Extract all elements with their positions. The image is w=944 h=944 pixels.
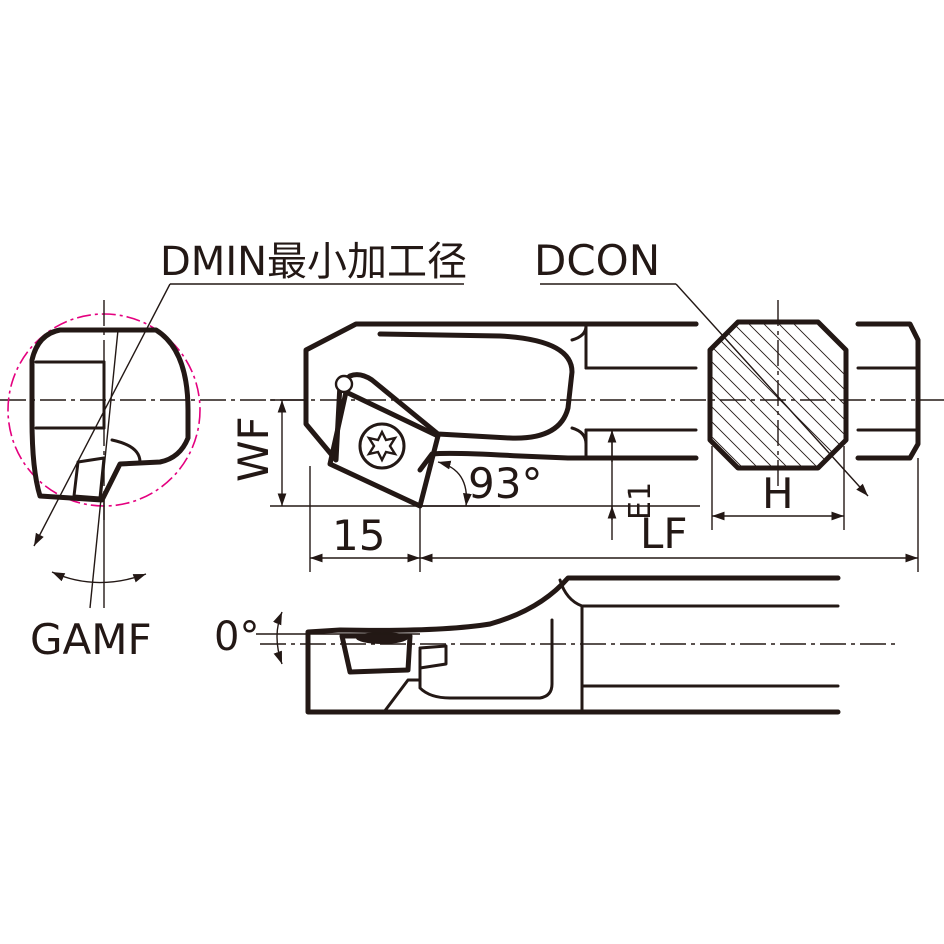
right-end-view [855, 321, 921, 572]
gamf-arc [51, 571, 147, 584]
top-view [303, 321, 699, 509]
dcon-leader-diag [675, 283, 869, 497]
top-view-dimensions [270, 399, 918, 572]
wf-label: WF [229, 416, 278, 482]
side-pocket [418, 618, 554, 700]
gamf-label: GAMF [30, 615, 152, 664]
coolant-hole-icon [334, 374, 354, 394]
angle-0-arc [273, 611, 283, 665]
right-end-outline [855, 321, 921, 461]
shank-step-bottom [570, 426, 588, 446]
side-body-outline [305, 575, 841, 715]
torx-icon [366, 429, 398, 463]
dmin-leader-diag [33, 283, 171, 547]
e1-label: E1 [623, 482, 658, 520]
dcon-outline [707, 319, 849, 471]
dmin-label: DMIN最小加工径 [160, 239, 467, 285]
side-view [256, 575, 900, 715]
side-screw-body [418, 644, 448, 670]
angle-0-label: 0° [214, 614, 259, 660]
side-screw-head-icon [356, 632, 408, 644]
angle-93-arc [437, 460, 472, 507]
side-support [382, 678, 422, 714]
end-view-seat [110, 438, 142, 464]
dcon-label: DCON [534, 236, 660, 285]
h-label: H [762, 469, 794, 518]
dim-15-label: 15 [332, 511, 385, 560]
dcon-section [540, 283, 869, 530]
gamf-line-1 [89, 329, 119, 609]
end-view-insert [72, 456, 106, 500]
angle-93-label: 93° [468, 459, 542, 508]
lf-label: LF [640, 509, 688, 558]
dmin-end-view [7, 283, 464, 609]
side-relief [558, 578, 840, 608]
shank-step-top [570, 324, 588, 342]
holder-body-outline [303, 321, 699, 463]
